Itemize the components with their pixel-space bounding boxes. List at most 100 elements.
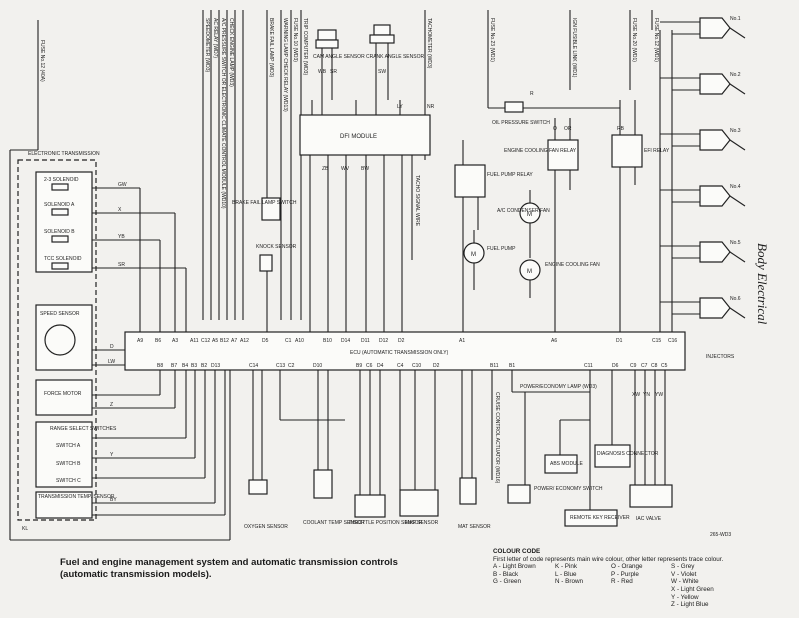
mat-label: MAT SENSOR	[458, 524, 491, 530]
injector-4: No.4	[660, 184, 746, 207]
ecu-pin-d5: D5	[262, 338, 269, 344]
wire-code-lw: LW	[108, 359, 115, 365]
ecu-pin-c9: C9	[630, 363, 637, 369]
ecu-pin-c1: C1	[285, 338, 292, 344]
diagram-caption: Fuel and engine management system and au…	[60, 557, 398, 581]
brake-fail-label: BRAKE FAIL LAMP SWITCH	[232, 200, 297, 206]
power-switch-label: POWER/ ECONOMY SWITCH	[534, 486, 603, 492]
efi-relay-label: EFI RELAY	[644, 148, 670, 154]
throttle-label: THROTTLE POSITION SENSOR	[348, 520, 423, 526]
colour-entry-w: W - White	[671, 578, 699, 586]
tacho-signal-label: TACHO SIGNAL WIRE	[414, 175, 420, 227]
coolant-label: COOLANT TEMP SENSOR	[303, 520, 365, 526]
wire-code-wb: WB	[318, 69, 327, 75]
wire-code-xw: XW	[632, 392, 640, 398]
ecu-pin-a9: A9	[137, 338, 143, 344]
colour-entry-v: V - Violet	[671, 570, 697, 578]
colour-code-title: COLOUR CODE	[493, 548, 541, 555]
label-trip-computer: TRIP COMPUTER (WD3)	[302, 18, 308, 75]
ecu-pin-c14: C14	[249, 363, 258, 369]
wire-code-or: OR	[564, 126, 572, 132]
ecu-pin-d2: D2	[398, 338, 405, 344]
ecu-pin-d13: D13	[211, 363, 220, 369]
wire-code-o: O	[553, 126, 557, 132]
electronic-transmission-block: ELECTRONIC TRANSMISSION 2-3 SOLENOID SOL…	[17, 151, 117, 521]
wire-code-yn: YN	[643, 392, 650, 398]
injectors-label: INJECTORS	[706, 354, 735, 360]
cruise-label: CRUISE CONTROL ACTUATOR (WD16)	[494, 392, 500, 484]
wire-code-wv: WV	[341, 166, 350, 172]
sol-b-label: SOLENOID B	[44, 229, 75, 235]
cam-sensor-label: CAM ANGLE SENSOR	[313, 54, 365, 60]
fuel-pump-motor-icon: M	[471, 252, 476, 258]
colour-entry-x: X - Light Green	[671, 585, 714, 593]
dfi-label: DFI MODULE	[340, 134, 377, 140]
colour-entry-p: P - Purple	[611, 570, 639, 578]
ecu-pin-c11: C11	[584, 363, 593, 369]
relays: OIL PRESSURE SWITCH FUEL PUMP RELAY ENGI…	[454, 90, 670, 332]
ecu-pin-d10: D10	[313, 363, 322, 369]
colour-entry-z: Z - Light Blue	[671, 601, 709, 609]
wire-code-rb: RB	[617, 126, 625, 132]
ecu-pin-b11: B11	[490, 363, 499, 369]
wire-code-x: X	[118, 207, 122, 213]
injectors: INJECTORS No.1 No.2 No.3 No.4 No.5	[659, 16, 746, 360]
sol-23-label: 2-3 SOLENOID	[44, 177, 79, 183]
label-speedometer: SPEEDOMETER (WD3)	[204, 18, 210, 73]
wire-code-kl: KL	[22, 526, 28, 532]
top-labels: FUSE No.12 (40A) SPEEDOMETER (WD3) AC RE…	[39, 18, 659, 209]
wire-code-ly: LY	[397, 104, 403, 110]
abs-label: ABS MODULE	[550, 461, 583, 467]
colour-entry-o: O - Orange	[611, 563, 643, 571]
ac-fan-motor-icon: M	[527, 212, 532, 218]
colour-entry-k: K - Pink	[555, 563, 578, 571]
wire-code-sr: SR	[118, 262, 125, 268]
ecu-pin-a7: A7	[231, 338, 237, 344]
injector-3: No.3	[660, 128, 746, 151]
ecu-pin-b7: B7	[171, 363, 177, 369]
wire-code-sr2: SR	[330, 69, 337, 75]
ecu-pin-d12: D12	[379, 338, 388, 344]
injector-1-label: No.1	[730, 16, 741, 22]
top-wire-bundle	[37, 10, 653, 320]
colour-entry-a: A - Light Brown	[493, 563, 536, 571]
wire-code-sw: SW	[378, 69, 386, 75]
colour-entry-g: G - Green	[493, 578, 521, 586]
label-warning-lamp: WARNING LAMP CHECK RELAY (WD13)	[282, 18, 288, 112]
wire-code-gw: GW	[118, 182, 127, 188]
injector-1: No.1	[660, 16, 746, 39]
wire-code-nr: NR	[427, 104, 435, 110]
ecu-pin-d1: D1	[616, 338, 623, 344]
remote-label: REMOTE KEY RECEIVER	[570, 515, 630, 521]
colour-entry-n: N - Brown	[555, 578, 583, 586]
bottom-sensors: OXYGEN SENSOR COOLANT TEMP SENSOR THROTT…	[244, 370, 500, 530]
ecu-pin-d2b: D2	[433, 363, 440, 369]
wire-code-d: D	[110, 344, 114, 350]
ecu-pin-c13: C13	[276, 363, 285, 369]
trans-temp-label: TRANSMISSION TEMP. SENSOR	[38, 494, 115, 500]
side-label: Body Electrical	[755, 243, 770, 325]
injector-2: No.2	[660, 72, 746, 95]
label-fuse12-40a: FUSE No.12 (40A)	[39, 40, 45, 82]
colour-entry-l: L - Blue	[555, 570, 577, 578]
force-motor-label: FORCE MOTOR	[44, 391, 82, 397]
ecu-label: ECU (AUTOMATIC TRANSMISSION ONLY)	[350, 350, 449, 356]
range-select-label: RANGE SELECT SWITCHES	[50, 426, 117, 432]
ecu-pin-b3: B3	[191, 363, 197, 369]
ecu-pin-a5: A5	[212, 338, 218, 344]
caption-line-1: Fuel and engine management system and au…	[60, 557, 398, 568]
power-lamp-label: POWER/ECONOMY LAMP (WD3)	[520, 384, 597, 390]
label-ign-fusible: IGN FUSIBLE LINK (WD1)	[571, 18, 577, 78]
colour-code-legend: COLOUR CODE First letter of code represe…	[493, 548, 741, 609]
ecu-pin-a12: A12	[240, 338, 249, 344]
ecu-pin-b6: B6	[155, 338, 161, 344]
colour-entry-y: Y - Yellow	[671, 593, 699, 601]
knock-label: KNOCK SENSOR	[256, 244, 297, 250]
wire-code-by: BY	[110, 497, 117, 503]
colour-code-note: First letter of code represents main wir…	[493, 555, 724, 563]
label-tachometer: TACHOMETER (WD3)	[426, 18, 432, 69]
injector-3-label: No.3	[730, 128, 741, 134]
sol-a-label: SOLENOID A	[44, 202, 75, 208]
colour-entry-s: S - Grey	[671, 563, 695, 571]
